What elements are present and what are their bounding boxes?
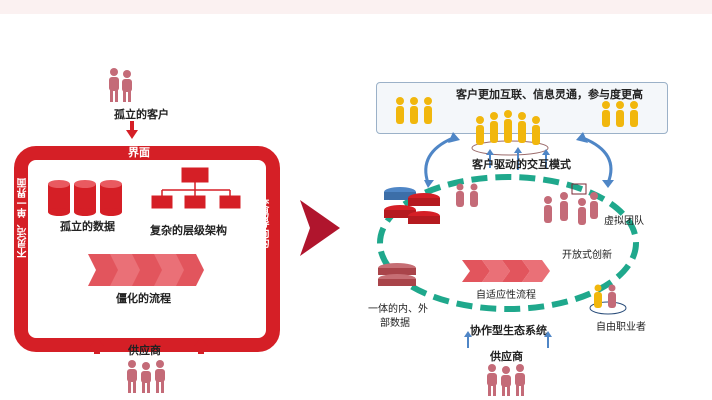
virtual-team-label: 虚拟团队 <box>604 216 644 227</box>
arrow-down-icon <box>126 121 138 139</box>
customer-cluster-icon <box>471 110 549 156</box>
arrow-up-icon <box>90 338 104 354</box>
arrow-up-icon <box>194 338 208 354</box>
customer-group-icon <box>602 101 638 127</box>
isolated-data-icon <box>48 180 122 216</box>
right-supplier-label: 供应商 <box>490 350 523 363</box>
inflexible-interface-label: 不灵活、单一界面 <box>18 178 29 258</box>
supplier-people-icon <box>127 360 165 393</box>
rigid-process-icon <box>88 254 204 286</box>
open-innovation-label: 开放式创新 <box>562 250 612 261</box>
customer-group-icon <box>396 97 432 124</box>
adaptive-process-label: 自适应性流程 <box>476 290 536 301</box>
top-banner <box>0 0 712 14</box>
adaptive-process-icon <box>462 260 550 282</box>
connected-customers-label: 客户更加互联、信息灵通，参与度更高 <box>456 88 643 101</box>
freelancer-label: 自由职业者 <box>596 322 646 333</box>
left-supplier-label: 供应商 <box>128 344 161 357</box>
isolated-data-label: 孤立的数据 <box>60 220 115 233</box>
supplier-people-icon <box>487 364 525 396</box>
ecosystem-ring <box>377 174 639 312</box>
integrated-data-label-2: 部数据 <box>380 318 410 329</box>
transition-arrow-icon <box>300 200 340 256</box>
ecosystem-label: 协作型生态系统 <box>470 324 547 337</box>
shared-data-icon <box>384 187 440 224</box>
transaction-oriented-label: 交易导向的 <box>257 198 268 248</box>
hierarchy-label: 复杂的层级架构 <box>150 224 227 237</box>
integrated-data-label-1: 一体的内、外 <box>368 304 428 315</box>
employees-icon <box>456 183 478 207</box>
interaction-label: 客户驱动的交互模式 <box>472 158 571 171</box>
supplier-arrows-icon <box>464 331 552 348</box>
isolated-customer-icon <box>109 68 132 102</box>
freelancer-icon <box>589 284 627 315</box>
isolated-customer-label: 孤立的客户 <box>114 108 169 121</box>
integrated-data-icon <box>378 263 416 286</box>
virtual-team-icon <box>544 183 598 225</box>
hierarchy-chart-icon <box>151 167 241 209</box>
interface-label: 界面 <box>128 146 150 159</box>
feedback-arrows-icon <box>424 132 614 188</box>
rigid-process-label: 僵化的流程 <box>116 292 171 305</box>
